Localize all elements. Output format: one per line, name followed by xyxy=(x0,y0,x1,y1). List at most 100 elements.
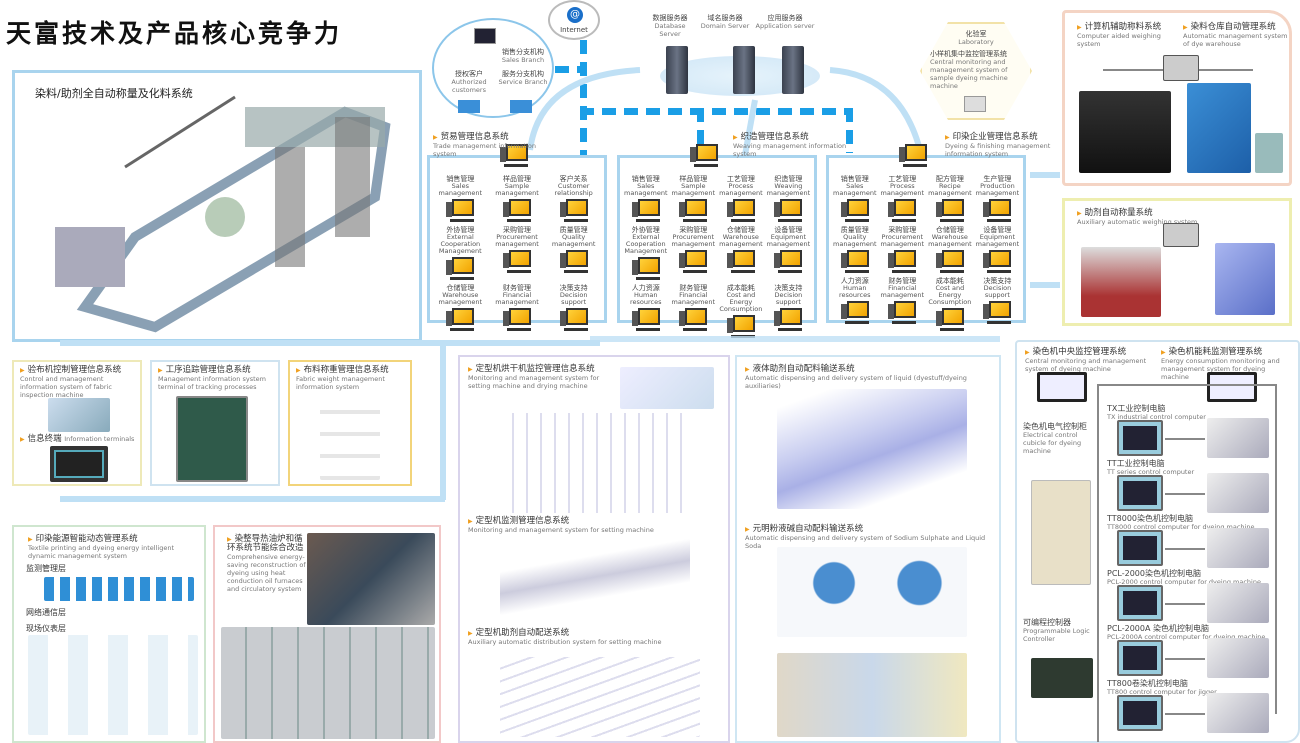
liquid-title: 液体助剂自动配料输送系统 xyxy=(745,365,995,374)
module-en: Procurement management xyxy=(495,233,539,248)
application-server-icon xyxy=(782,46,804,94)
computer-icon xyxy=(888,250,917,276)
controller-image xyxy=(1117,585,1163,621)
distribution-diagram xyxy=(500,657,700,737)
computer-icon xyxy=(774,250,803,276)
module-label: 仓储管理 xyxy=(935,226,964,234)
controller-en: TT8000 control computer for dyeing machi… xyxy=(1107,523,1255,531)
module-en: Recipe management xyxy=(928,182,972,197)
setting-machine-diagram xyxy=(500,539,690,615)
dyeing-machine-image xyxy=(1207,583,1269,623)
controller-label: TT800卷染机控制电脑 xyxy=(1107,679,1188,688)
field-devices-image xyxy=(28,635,198,735)
module-label: 外协管理 xyxy=(631,226,660,234)
computer-icon xyxy=(983,250,1012,276)
controller-en: TX industrial control computer xyxy=(1107,413,1206,421)
tracking-en: Management information system terminal o… xyxy=(158,375,266,391)
module-en: Sample management xyxy=(671,182,716,197)
mis-title: 贸易管理信息系统 xyxy=(433,133,553,142)
furnace-photo xyxy=(307,533,435,625)
aux-en: Auxiliary automatic weighing system xyxy=(1077,218,1198,226)
module-en: Process management xyxy=(880,182,925,197)
connection-arrows xyxy=(527,67,923,156)
computer-icon xyxy=(935,199,964,225)
setting-monitor-en: Monitoring and management system for set… xyxy=(468,526,654,534)
module-label: 生产管理 xyxy=(983,175,1012,183)
computer-icon xyxy=(726,199,755,225)
mis-title: 印染企业管理信息系统 xyxy=(945,133,1065,142)
monitor-screenshot xyxy=(620,367,714,409)
module-label: 财务管理 xyxy=(679,284,708,292)
computer-icon xyxy=(774,199,803,225)
computer-icon xyxy=(888,301,917,327)
lab-system-en: Central monitoring and management system… xyxy=(930,58,1008,90)
dyeing-machine-image xyxy=(1207,693,1269,733)
controller-label: TX工业控制电脑 xyxy=(1107,404,1166,413)
module-en: Quality management xyxy=(551,233,596,248)
computer-icon xyxy=(559,308,588,334)
warehouse-en: Automatic management system of dye wareh… xyxy=(1183,32,1288,48)
module-label: 决策支持 xyxy=(983,277,1012,285)
module-en: External Cooperation Management xyxy=(624,233,668,255)
module-en: Procurement management xyxy=(671,233,716,248)
computer-icon xyxy=(502,199,531,225)
controller-label: TT8000染色机控制电脑 xyxy=(1107,514,1193,523)
auth-customers-label: 授权客户 xyxy=(455,70,483,78)
service-branch-label: 服务分支机构 xyxy=(502,70,544,78)
computer-icon xyxy=(559,250,588,276)
weighing-station-image xyxy=(1255,133,1283,173)
weighing-en: Computer aided weighing system xyxy=(1077,32,1161,48)
plc-en: Programmable Logic Controller xyxy=(1023,627,1090,643)
controller-label: PCL-2000A 染色机控制电脑 xyxy=(1107,624,1209,633)
mis-title-en: Trade management information system xyxy=(433,142,536,158)
server-label: 应用服务器 xyxy=(767,14,803,22)
module-en: Production management xyxy=(975,182,1020,197)
aux-machine-image xyxy=(1215,243,1275,315)
module-label: 设备管理 xyxy=(983,226,1012,234)
module-label: 质量管理 xyxy=(559,226,588,234)
plc-image xyxy=(1031,658,1093,698)
layer-field: 现场仪表层 xyxy=(26,624,66,633)
tracking-terminal-image xyxy=(176,396,248,482)
computer-icon xyxy=(502,250,531,276)
